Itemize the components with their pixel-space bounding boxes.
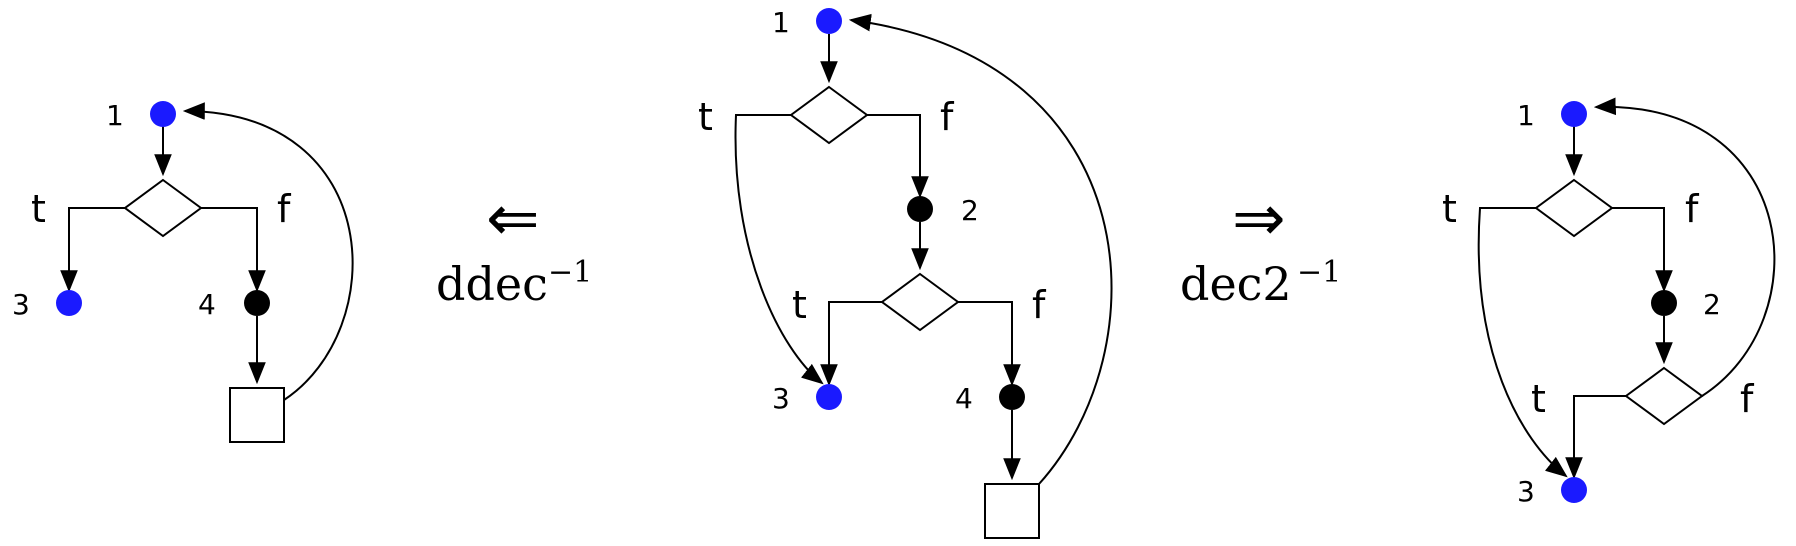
right-arrow-symbol: ⇒ — [1232, 182, 1286, 256]
edge-false-a-to-2 — [1612, 207, 1673, 293]
node-1-label: 1 — [772, 6, 790, 39]
right-transform-name: dec2 — [1180, 257, 1292, 311]
edge-true-b-to-3 — [1565, 395, 1626, 480]
edge-true-branch — [60, 207, 125, 293]
decision-diamond-b — [1624, 366, 1704, 426]
node-3 — [56, 290, 82, 316]
decision-diamond-a — [1534, 178, 1614, 238]
edge-true-a-to-3 — [1477, 207, 1568, 478]
node-2 — [1651, 290, 1677, 316]
node-4 — [999, 384, 1025, 410]
node-3-label: 3 — [12, 288, 30, 321]
loop-box — [229, 387, 285, 443]
node-3-label: 3 — [1517, 475, 1535, 508]
node-3-label: 3 — [772, 382, 790, 415]
right-diagram: 1 2 3 t f t f — [1442, 97, 1776, 508]
loop-box — [984, 483, 1040, 539]
node-4-label: 4 — [198, 288, 216, 321]
node-1-label: 1 — [106, 99, 124, 132]
edge-false-b-back-to-1 — [1593, 97, 1776, 397]
left-diagram: 1 3 4 t f — [12, 99, 354, 443]
right-transform: ⇒ dec2 −1 — [1180, 182, 1341, 311]
edge-false-branch — [201, 207, 266, 293]
false-branch-label-b: f — [1032, 283, 1047, 327]
decision-diamond-b — [880, 272, 960, 332]
edge-true-b-to-3 — [820, 301, 882, 387]
false-branch-label-a: f — [940, 95, 955, 139]
left-transform-exponent: −1 — [548, 255, 592, 290]
false-branch-label-b: f — [1740, 377, 1755, 421]
right-transform-exponent: −1 — [1297, 255, 1341, 290]
node-1 — [1561, 101, 1587, 127]
decision-diamond — [123, 178, 203, 238]
false-branch-label: f — [277, 187, 292, 231]
edge-false-b-to-4 — [958, 301, 1021, 387]
node-1 — [816, 8, 842, 34]
left-arrow-symbol: ⇐ — [486, 182, 540, 256]
edge-false-a-to-2 — [867, 114, 929, 199]
middle-diagram: 1 2 3 4 t f t f — [698, 6, 1113, 539]
true-branch-label-a: t — [698, 95, 713, 139]
edge-back-to-1 — [182, 102, 354, 401]
node-4 — [244, 290, 270, 316]
true-branch-label-b: t — [1531, 377, 1546, 421]
node-2-label: 2 — [961, 194, 979, 227]
true-branch-label-b: t — [792, 283, 807, 327]
decision-diamond-a — [789, 85, 869, 145]
node-3 — [816, 384, 842, 410]
node-4-label: 4 — [955, 382, 973, 415]
node-3 — [1561, 477, 1587, 503]
node-2-label: 2 — [1703, 288, 1721, 321]
left-transform-name: ddec — [436, 257, 548, 311]
edge-back-to-1 — [848, 13, 1113, 485]
node-2 — [907, 196, 933, 222]
node-1 — [150, 101, 176, 127]
left-transform: ⇐ ddec −1 — [436, 182, 592, 311]
edge-true-a-to-3 — [734, 114, 824, 385]
true-branch-label-a: t — [1442, 187, 1457, 231]
node-1-label: 1 — [1517, 99, 1535, 132]
true-branch-label: t — [31, 187, 46, 231]
false-branch-label-a: f — [1685, 187, 1700, 231]
